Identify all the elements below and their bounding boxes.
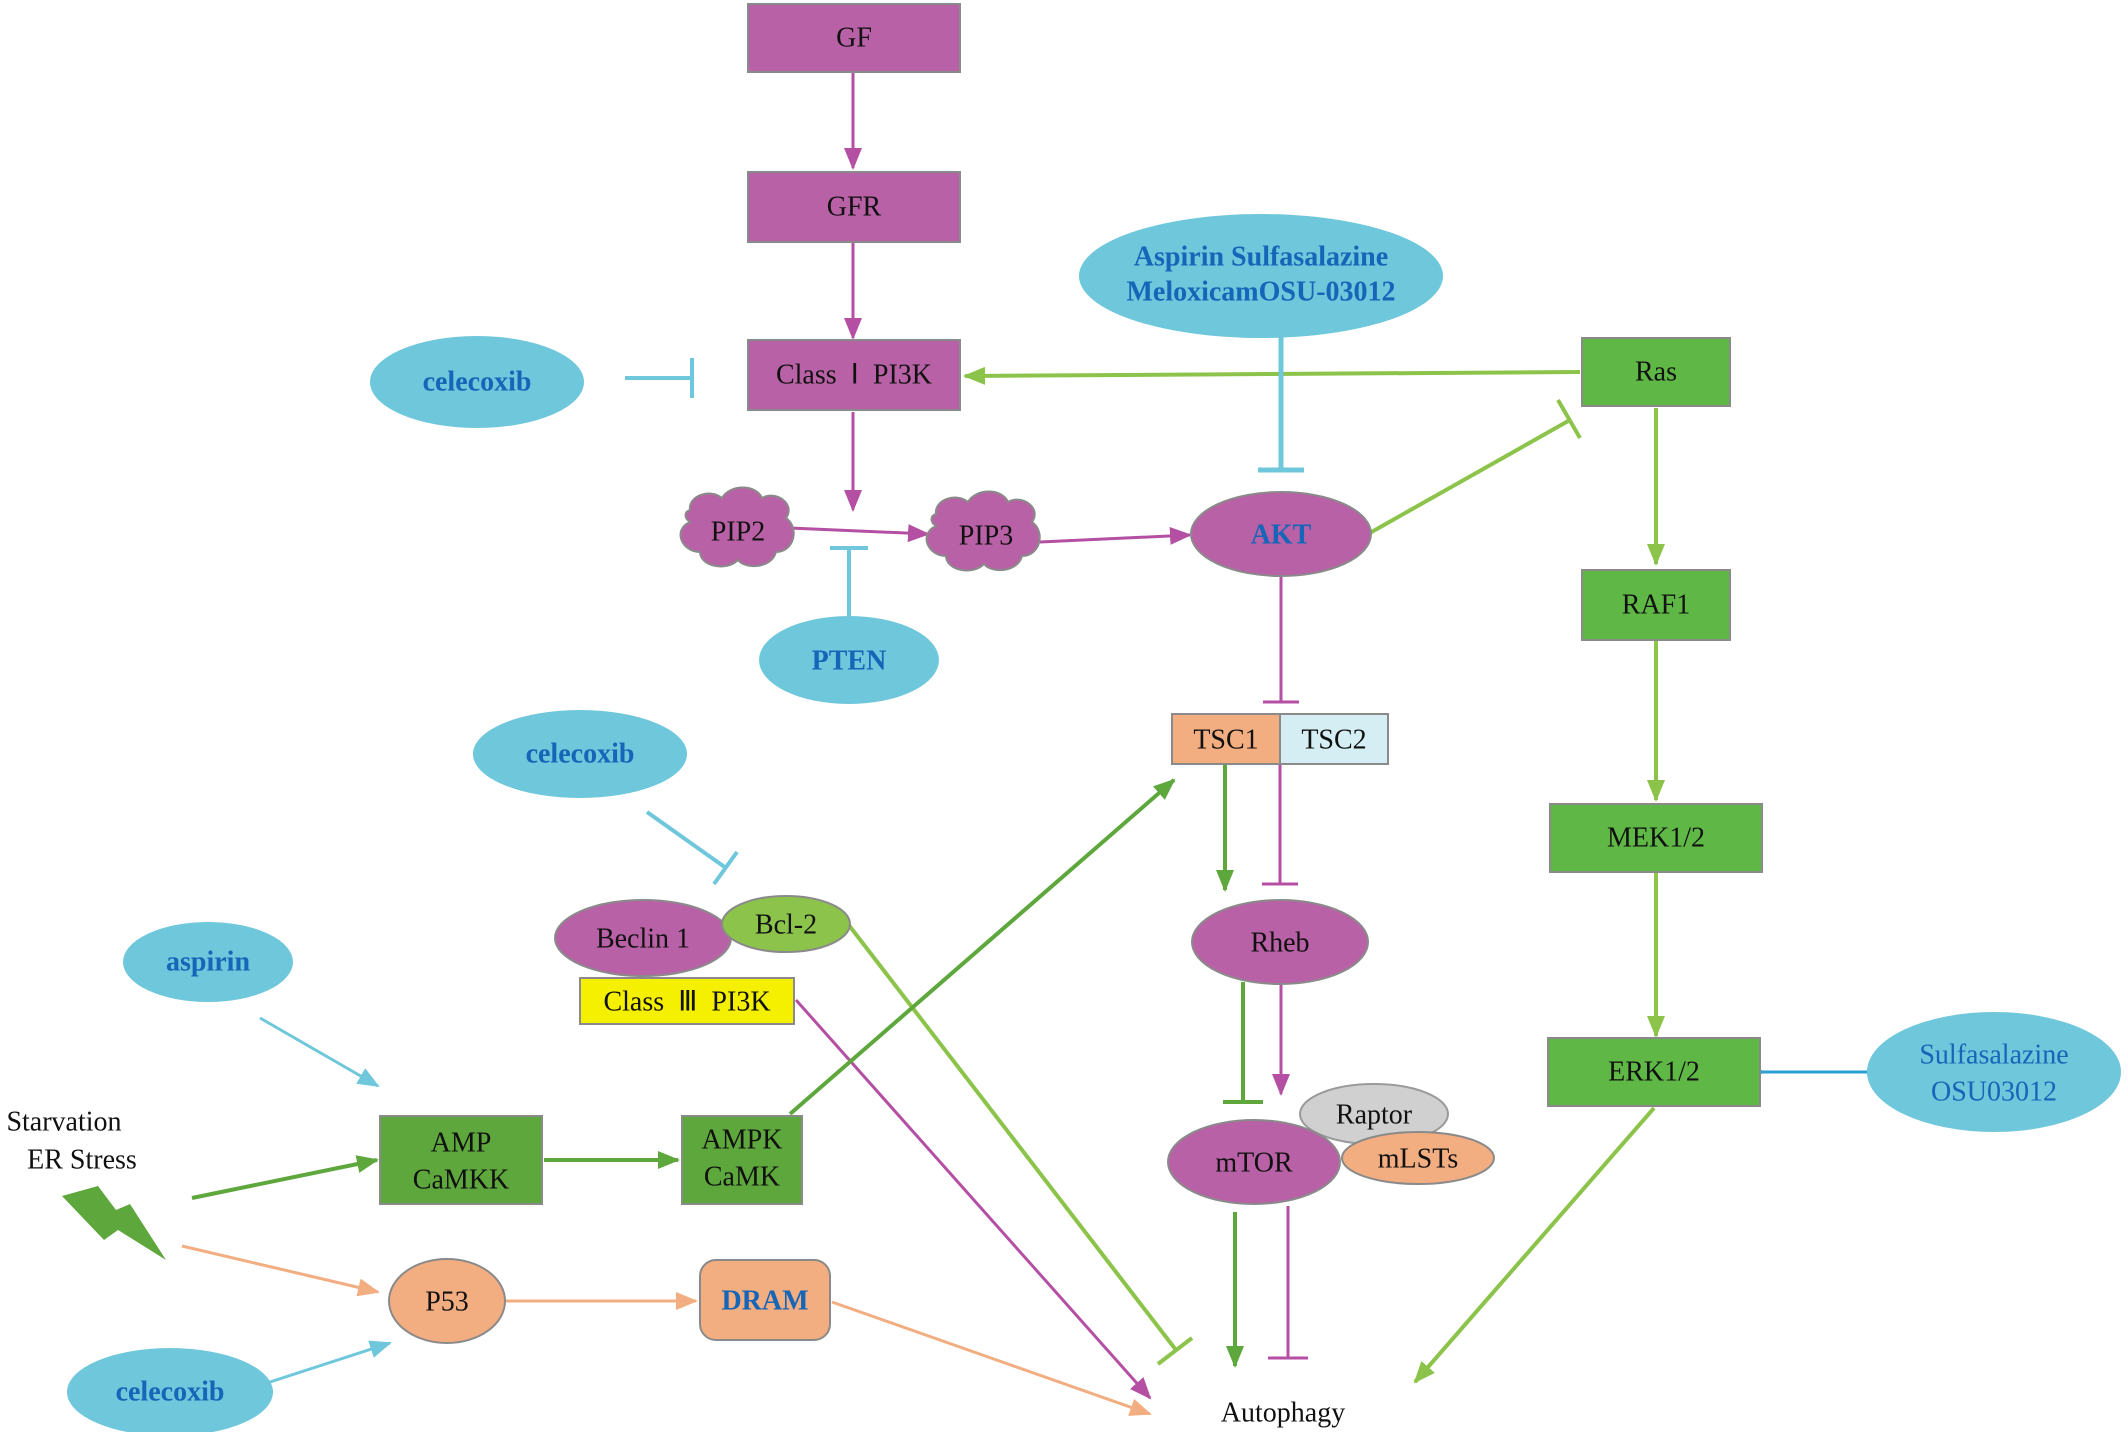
node-gfr: GFR [747, 171, 961, 243]
edge-erk-autophagy [1413, 1106, 1656, 1384]
node-starvation: Starvation ER Stress [6, 1107, 166, 1260]
node-rheb: Rheb [1191, 899, 1369, 985]
lightning-icon [62, 1186, 166, 1260]
edge-ras-class1 [963, 366, 1581, 385]
node-bcl2-label: Bcl-2 [755, 910, 817, 941]
node-aspirin-group-line1: Aspirin Sulfasalazine [1134, 242, 1388, 273]
node-mlsts-label: mLSTs [1378, 1144, 1459, 1175]
node-ampk: AMPK CaMK [681, 1115, 803, 1205]
node-pip3: PIP3 [925, 490, 1041, 572]
node-dram-label: DRAM [721, 1286, 808, 1317]
edge-akt-ras [1367, 398, 1582, 536]
node-celecoxib-top-label: celecoxib [423, 367, 532, 398]
edge-class3-autophagy [794, 999, 1152, 1400]
node-raf1-label: RAF1 [1622, 590, 1690, 621]
edge-pip2-pip3 [789, 524, 930, 543]
edge-dram-autophagy [831, 1300, 1152, 1416]
node-class1-pi3k: Class Ⅰ PI3K [747, 339, 961, 411]
nodes: GF GFR Class Ⅰ PI3K celecoxib PIP2 PIP3 [6, 3, 2121, 1432]
node-aspirin-group-line2: MeloxicamOSU-03012 [1126, 277, 1395, 308]
node-ampk-line1: AMPK [702, 1125, 783, 1156]
edge-bcl2-autophagy [846, 922, 1194, 1366]
node-erk-label: ERK1/2 [1608, 1057, 1700, 1088]
node-raptor: Raptor [1299, 1083, 1449, 1145]
node-gf-label: GF [836, 23, 872, 54]
edges [181, 72, 1868, 1416]
node-amp-line1: AMP [431, 1128, 492, 1159]
edge-rheb-mtor-inhibit [1223, 982, 1263, 1104]
node-ampk-line2: CaMK [704, 1162, 780, 1193]
node-sulfasalazine-line1: Sulfasalazine [1919, 1040, 2068, 1071]
node-beclin-label: Beclin 1 [596, 924, 690, 955]
node-tsc: TSC1 TSC2 [1171, 713, 1389, 765]
node-akt-label: AKT [1251, 520, 1312, 551]
node-class3-pi3k: Class Ⅲ PI3K [579, 977, 795, 1025]
node-celecoxib-mid: celecoxib [473, 710, 687, 798]
node-aspirin: aspirin [123, 922, 293, 1002]
edge-mtor-autophagy-inhibit [1268, 1206, 1308, 1360]
edge-starvation-p53 [181, 1244, 380, 1297]
node-amp-line2: CaMKK [413, 1165, 509, 1196]
node-amp: AMP CaMKK [379, 1115, 543, 1205]
node-mlsts: mLSTs [1341, 1131, 1495, 1185]
node-celecoxib-bottom-label: celecoxib [116, 1377, 225, 1408]
edge-celecoxib-p53 [269, 1340, 392, 1384]
node-rheb-label: Rheb [1250, 928, 1309, 959]
node-dram: DRAM [699, 1259, 831, 1341]
edge-pten-pip [830, 546, 868, 618]
node-autophagy-label: Autophagy [1221, 1398, 1345, 1429]
node-sulfasalazine-line2: OSU03012 [1931, 1077, 2057, 1108]
edge-akt-tsc [1263, 576, 1299, 704]
edge-celecoxib-bcl2 [645, 810, 739, 886]
node-mtor-label: mTOR [1215, 1148, 1293, 1179]
node-pip3-label: PIP3 [959, 521, 1013, 552]
edge-ampk-tsc1 [788, 778, 1176, 1116]
node-raf1: RAF1 [1581, 569, 1731, 641]
node-autophagy: Autophagy [1221, 1398, 1345, 1429]
node-raptor-label: Raptor [1336, 1100, 1413, 1131]
node-celecoxib-mid-label: celecoxib [526, 739, 635, 770]
node-starvation-line1: Starvation [6, 1107, 121, 1138]
node-celecoxib-bottom: celecoxib [67, 1348, 273, 1432]
node-mtor: mTOR [1167, 1119, 1341, 1205]
node-gfr-label: GFR [827, 192, 882, 223]
edge-aspirin-amp [259, 1016, 380, 1088]
edge-aspirin-group-akt [1258, 334, 1304, 473]
edge-celecoxib-class1 [625, 358, 694, 398]
node-p53: P53 [388, 1258, 506, 1344]
node-aspirin-group: Aspirin Sulfasalazine MeloxicamOSU-03012 [1079, 214, 1443, 338]
node-mek: MEK1/2 [1549, 803, 1763, 873]
node-beclin: Beclin 1 [554, 899, 732, 977]
node-aspirin-label: aspirin [166, 947, 250, 978]
node-erk: ERK1/2 [1547, 1037, 1761, 1107]
node-bcl2: Bcl-2 [721, 895, 851, 953]
node-pten: PTEN [759, 616, 939, 704]
node-pip2-label: PIP2 [711, 517, 765, 548]
edge-tsc2-rheb [1262, 764, 1298, 886]
node-tsc2-label: TSC2 [1301, 725, 1366, 756]
node-sulfasalazine: Sulfasalazine OSU03012 [1867, 1012, 2121, 1132]
node-akt: AKT [1190, 491, 1372, 577]
edge-pip3-akt [1039, 526, 1192, 545]
node-ras: Ras [1581, 337, 1731, 407]
node-class3-pi3k-label: Class Ⅲ PI3K [603, 987, 770, 1018]
node-ras-label: Ras [1635, 357, 1677, 388]
edge-starvation-amp [191, 1155, 379, 1200]
node-mek-label: MEK1/2 [1607, 823, 1705, 854]
node-class1-pi3k-label: Class Ⅰ PI3K [776, 360, 932, 391]
node-pip2: PIP2 [679, 486, 795, 568]
node-tsc1-label: TSC1 [1193, 725, 1258, 756]
node-gf: GF [747, 3, 961, 73]
node-starvation-line2: ER Stress [27, 1145, 137, 1176]
node-pten-label: PTEN [812, 646, 887, 677]
node-p53-label: P53 [425, 1287, 469, 1318]
node-celecoxib-top: celecoxib [370, 336, 584, 428]
